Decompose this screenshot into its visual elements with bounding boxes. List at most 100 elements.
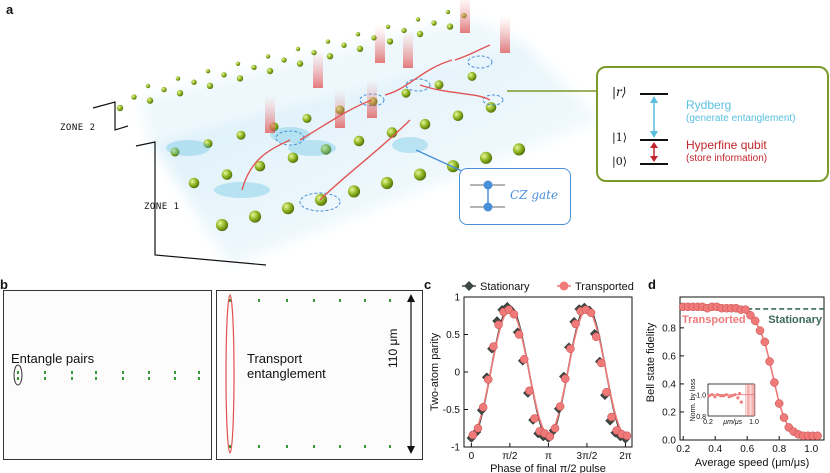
zone1-atom: [419, 118, 431, 130]
atom-spot: [364, 299, 366, 302]
laser-beam: [375, 25, 385, 63]
inset-data-point: [736, 396, 740, 400]
atom-spot: [313, 299, 315, 302]
inset-data-point: [730, 394, 734, 398]
zone2-atom: [355, 32, 361, 37]
panel-label-c: c: [424, 277, 432, 292]
transport-path: [454, 44, 491, 61]
atom-spot: [95, 371, 97, 374]
atom-pair-glow: [392, 137, 428, 153]
laser-beam: [367, 80, 377, 118]
zone1-atom: [479, 151, 493, 164]
atom-spot: [229, 445, 231, 448]
y-tick-label: 0.4: [662, 379, 676, 390]
zone1-atom: [281, 202, 295, 215]
laser-beam: [460, 0, 470, 33]
inset-x-axis-label: μm/μs: [722, 419, 742, 426]
transport-path: [419, 84, 491, 101]
atom-spot: [44, 371, 46, 374]
level-r-label: |r⟩: [612, 85, 627, 99]
zone1-atom: [248, 210, 262, 223]
atom-spot: [95, 377, 97, 380]
scale-arrow-down: [407, 446, 415, 454]
zone2-atom: [281, 57, 287, 63]
data-point-transported: [591, 332, 601, 341]
zone2-atom: [235, 61, 241, 66]
zone2-atom: [221, 72, 227, 78]
inset-y-tick-label: 1.0: [696, 393, 706, 400]
zone1-atom: [236, 130, 246, 140]
hyperfine-title: Hyperfine qubit: [686, 138, 767, 152]
atom-spot: [198, 377, 200, 380]
zone2-atom: [116, 104, 124, 112]
data-point-transported: [813, 431, 822, 441]
atom-spot: [258, 445, 260, 448]
data-point-transported: [484, 375, 493, 384]
data-point-transported: [561, 374, 570, 383]
data-point-transported: [755, 326, 765, 335]
atom-spot: [229, 299, 231, 302]
entangled-pair-ring: [299, 192, 341, 212]
zone2-atom: [386, 38, 394, 45]
atom-array-illustration: [92, 0, 600, 266]
transport-path: [384, 59, 453, 96]
inset-y-axis-label: Norm. by loss: [690, 378, 697, 421]
data-point-transported: [545, 432, 555, 441]
y-tick-label: 0: [454, 368, 460, 379]
atom-spot: [258, 299, 260, 302]
cz-callout-line: [415, 149, 465, 173]
laser-beam: [313, 50, 323, 88]
panel-label-b: b: [0, 277, 8, 292]
zone1-atom: [203, 139, 213, 149]
data-point-transported: [597, 358, 606, 368]
data-point-transported: [750, 316, 760, 326]
atom-spot: [71, 371, 73, 374]
atom-spot: [71, 377, 73, 380]
stationary-label: Stationary: [768, 314, 823, 326]
y-tick-label: 0.8: [662, 323, 676, 334]
zone2-atom: [446, 23, 454, 30]
atom-spot: [389, 445, 391, 448]
inset-data-point: [710, 393, 714, 397]
transport-path: [319, 119, 411, 201]
inset-data-point: [727, 395, 731, 399]
zone2-atom: [341, 42, 347, 48]
zone1-atom: [215, 218, 229, 232]
atom-spot: [148, 371, 150, 374]
zone2-atom: [251, 64, 257, 71]
zone1-atom: [512, 143, 526, 156]
y-tick-label: -1: [451, 443, 460, 454]
x-tick-label: 0.2: [676, 444, 690, 455]
zone1-atom: [353, 135, 365, 147]
inset-y-tick-label: 0.8: [696, 414, 706, 421]
atom-spot: [339, 445, 341, 448]
inset-data-point: [733, 393, 737, 397]
y-axis-label: Two-atom parity: [429, 332, 441, 411]
entangled-pair-ring: [482, 94, 504, 106]
panel-label-d: d: [648, 277, 656, 292]
y-tick-label: 1: [454, 293, 460, 304]
atom-spot: [286, 445, 288, 448]
laser-beam: [265, 95, 275, 133]
inset-data-point: [707, 394, 711, 398]
zone2-atom: [416, 30, 424, 38]
zone2-atom: [265, 54, 271, 59]
level-zero-label: |0⟩: [612, 155, 627, 168]
zone2-atom: [326, 53, 334, 60]
y-tick-label: 0.0: [662, 436, 676, 447]
zone2-atom: [205, 69, 211, 74]
cz-gate-box: CZ gate: [459, 168, 571, 225]
data-point-transported: [779, 413, 789, 422]
atom-spot: [17, 377, 19, 380]
zone2-atom: [236, 75, 244, 82]
zone1-atom: [413, 168, 427, 181]
data-point-transported: [774, 399, 784, 408]
cz-gate-symbol: [470, 180, 505, 212]
zone1-atom: [446, 160, 460, 173]
data-point-transported: [509, 310, 519, 319]
data-point-transported: [607, 412, 616, 422]
data-point-transported: [586, 308, 596, 317]
data-point-transported: [602, 388, 611, 397]
microscope-image-left: [3, 290, 212, 460]
transport-highlight: [225, 294, 235, 454]
